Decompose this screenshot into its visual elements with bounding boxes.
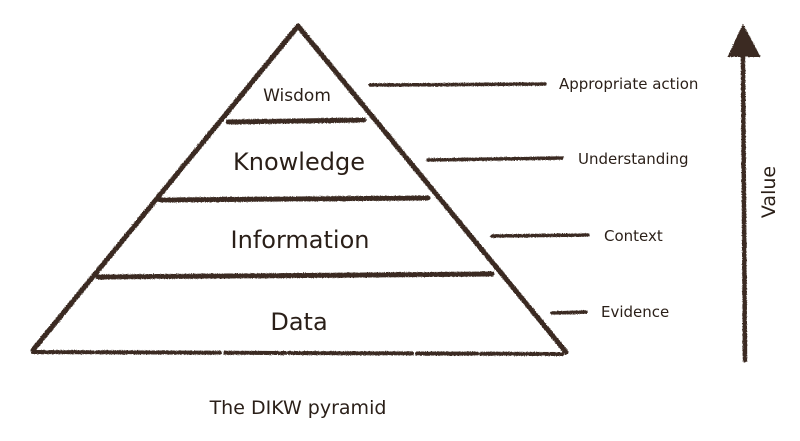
annotation-label-context: Context — [604, 227, 663, 245]
layer-label-knowledge: Knowledge — [233, 148, 365, 176]
layer-label-data: Data — [270, 308, 327, 336]
value-axis-label: Value — [758, 166, 780, 218]
pyramid-left-edge — [30, 23, 301, 353]
connector-evidence — [550, 310, 588, 315]
arrow-up-icon — [727, 23, 761, 57]
connector-context — [490, 233, 590, 238]
annotation-label-evidence: Evidence — [601, 303, 669, 321]
divider-information-data — [95, 271, 495, 280]
divider-knowledge-information — [157, 195, 431, 203]
pyramid-right-edge — [295, 23, 569, 355]
annotation-connectors — [368, 82, 590, 315]
pyramid-base — [31, 350, 564, 356]
value-axis — [727, 23, 761, 363]
layer-label-information: Information — [231, 226, 370, 254]
pyramid — [30, 23, 569, 356]
connector-appropriate-action — [368, 82, 547, 87]
diagram-caption: The DIKW pyramid — [209, 397, 387, 419]
layer-label-wisdom: Wisdom — [263, 86, 331, 106]
annotation-label-understanding: Understanding — [578, 150, 689, 168]
connector-understanding — [426, 156, 564, 162]
value-axis-line — [740, 53, 748, 363]
divider-wisdom-knowledge — [225, 117, 367, 125]
annotation-label-appropriate-action: Appropriate action — [559, 75, 698, 93]
